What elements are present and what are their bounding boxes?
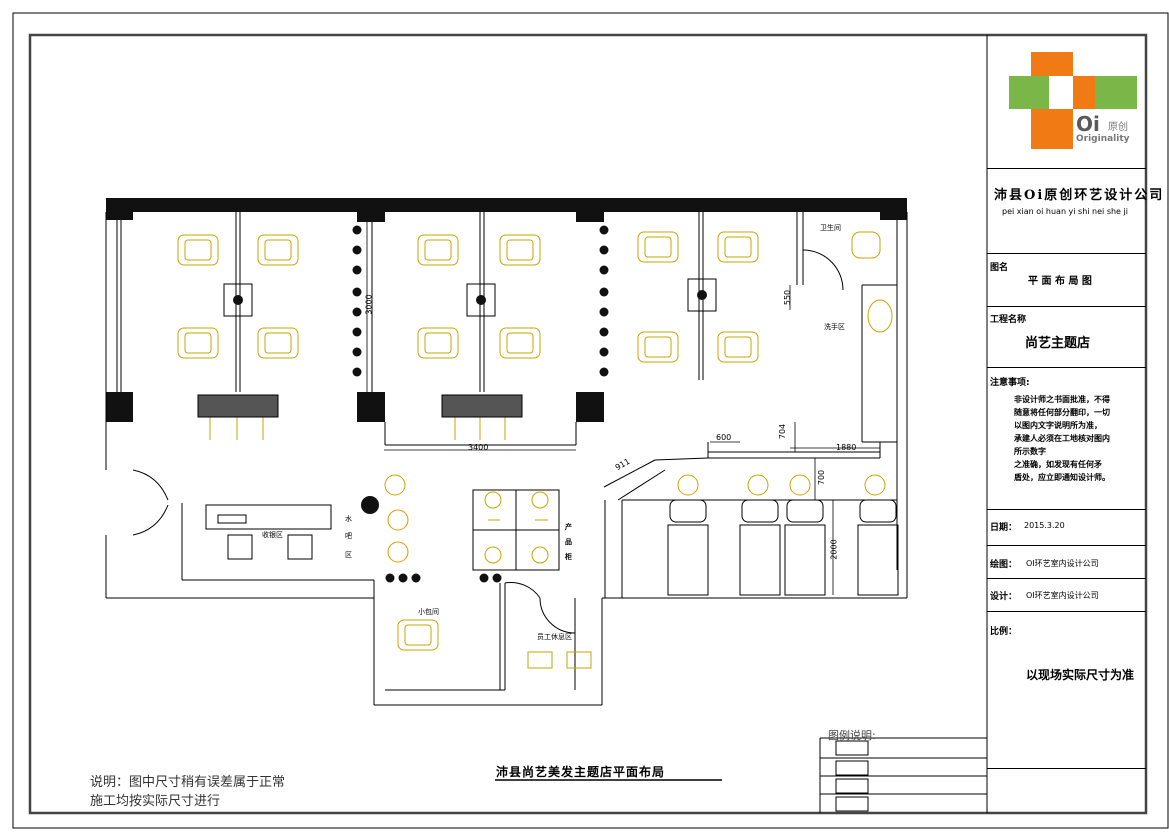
dim-2000: 2000 (829, 539, 839, 560)
footnote-line-1: 说明：图中尺寸稍有误差属于正常 (90, 775, 286, 790)
plant-icons (233, 290, 707, 514)
dim-600: 600 (716, 433, 732, 442)
tb-divider-3 (987, 306, 1146, 307)
drawing-name-value: 平 面 布 局 图 (1028, 276, 1092, 287)
wash-beds (667, 499, 899, 596)
reception-desk (205, 504, 332, 560)
dim-3400: 3400 (468, 443, 489, 452)
drawn-label: 绘图： (990, 560, 1018, 570)
dimension-lines (366, 222, 880, 595)
room-label-water-bar-2: 吧 (345, 532, 352, 540)
room-label-water-bar-1: 水 (345, 515, 352, 523)
tb-divider-7 (987, 578, 1146, 579)
planter-left (197, 394, 279, 418)
drawn-value: OI环艺室内设计公司 (1026, 559, 1099, 568)
company-pinyin: pei xian oi huan yi shi nei she ji (1002, 207, 1128, 216)
tb-divider-2 (987, 253, 1146, 254)
company-name: 沛县Oi原创环艺设计公司 (994, 188, 1165, 203)
footnote-line-2: 施工均按实际尺寸进行 (90, 794, 221, 809)
notes-line: 盾处，应立即通知设计师。 (1014, 473, 1110, 482)
date-label: 日期： (990, 523, 1018, 533)
logo-text-main: Oi (1076, 112, 1100, 136)
logo-text-en: Originality (1076, 134, 1130, 144)
dim-704: 704 (778, 423, 788, 440)
outer-border (12, 12, 1169, 829)
notes-text: 非设计师之书面批准，不得 随意将任何部分翻印，一切 以图内文字说明所为准， 承建… (1014, 393, 1110, 484)
scale-label: 比例： (990, 627, 1018, 637)
notes-line: 之准确，如发现有任何矛 (1014, 460, 1102, 469)
product-chairs (484, 491, 549, 564)
scale-value: 以现场实际尺寸为准 (1026, 668, 1135, 682)
dim-1880: 1880 (836, 443, 857, 452)
date-value: 2015.3.20 (1024, 521, 1065, 530)
company-logo (1009, 52, 1137, 149)
notes-line: 所示数字 (1014, 447, 1046, 456)
dim-700: 700 (817, 469, 827, 486)
room-label-water-bar-3: 区 (345, 551, 352, 559)
tb-divider-9 (987, 768, 1146, 769)
tb-divider-8 (987, 611, 1146, 612)
project-label: 工程名称 (990, 315, 1027, 325)
mirror-stations (223, 278, 717, 317)
wash-basins (677, 474, 886, 496)
notes-line: 以图内文字说明所为准， (1014, 421, 1102, 430)
waiting-benches (209, 415, 506, 440)
drawing-name-label: 图名 (990, 263, 1009, 273)
room-label-product-3: 柜 (565, 553, 572, 561)
room-label-toilet: 卫生间 (820, 224, 841, 232)
logo-text-cn: 原创 (1108, 122, 1128, 133)
tb-divider-6 (987, 545, 1146, 546)
room-label-washroom: 洗手区 (824, 323, 845, 331)
room-label-reception: 收银区 (262, 531, 283, 539)
notes-line: 随意将任何部分翻印，一切 (1014, 408, 1110, 417)
design-value: OI环艺室内设计公司 (1026, 591, 1099, 600)
room-label-product-2: 品 (565, 538, 572, 546)
notes-line: 承建人必须在工地核对图内 (1014, 434, 1110, 443)
tb-divider-5 (987, 509, 1146, 510)
legend-grid (819, 737, 987, 813)
dim-550: 550 (783, 289, 793, 306)
product-table (472, 489, 560, 571)
legend-label: 图例说明: (828, 729, 876, 742)
plan-title: 沛县尚艺美发主题店平面布局 (496, 765, 666, 779)
tb-divider-1 (987, 168, 1146, 169)
design-label: 设计： (990, 592, 1018, 602)
room-label-private: 小包间 (418, 608, 439, 616)
room-label-staff-rest: 员工休息区 (537, 633, 572, 641)
project-value: 尚艺主题店 (1025, 336, 1091, 351)
styling-chairs (177, 231, 893, 669)
exterior-walls (106, 198, 907, 422)
room-label-product-1: 产 (565, 523, 572, 531)
dim-3000: 3000 (364, 294, 374, 315)
column-dots (352, 225, 609, 583)
planter-middle (441, 394, 523, 418)
tb-divider-4 (987, 367, 1146, 368)
inner-border (28, 33, 1148, 815)
wall-lines (105, 212, 908, 706)
notes-line: 非设计师之书面批准，不得 (1014, 395, 1110, 404)
notes-label: 注意事项: (990, 378, 1030, 388)
